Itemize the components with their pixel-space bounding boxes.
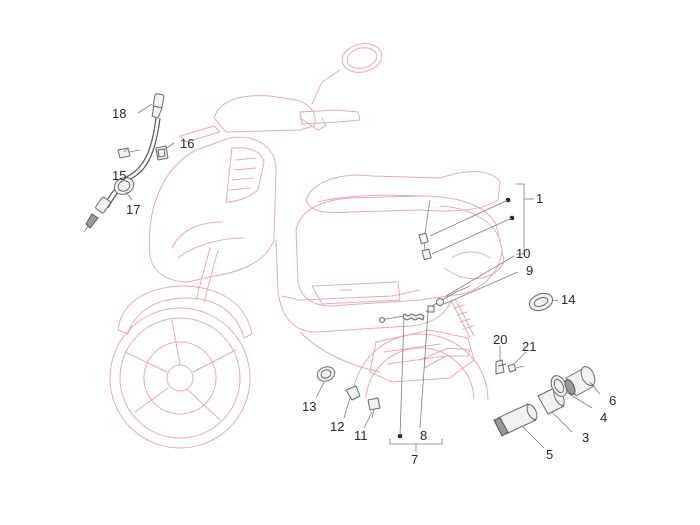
part-5-drive: [493, 403, 538, 437]
group-1-bracket: [429, 183, 534, 255]
part-18-cable-connector: [151, 93, 165, 119]
leader-lines: [123, 103, 601, 449]
front-fork: [195, 247, 219, 303]
rear-shock: [451, 299, 475, 339]
speedometer-cable: [103, 117, 157, 207]
part-21-screw: [507, 363, 525, 373]
callout-20: 20: [493, 332, 507, 347]
cable-routing: [379, 199, 471, 323]
front-wheel: [109, 307, 251, 449]
callout-16: 16: [180, 136, 194, 151]
part-4-ring: [550, 375, 568, 397]
callout-labels: 1 3 4 5 6 7 8 9 10 11 12 13 14 15 16 17 …: [112, 106, 616, 467]
part-17-grommet: [113, 177, 135, 195]
part-12-clip: [345, 385, 361, 401]
group-7-bracket: [389, 317, 443, 452]
callout-4: 4: [600, 410, 607, 425]
part-13-grommet: [316, 366, 336, 382]
part-11-screw: [367, 397, 381, 419]
callout-14: 14: [561, 292, 575, 307]
callout-5: 5: [546, 447, 553, 462]
part-6-housing: [564, 366, 596, 397]
handlebar-right: [299, 109, 361, 125]
callout-7: 7: [411, 452, 418, 467]
rear-wheel: [351, 333, 489, 401]
callout-15: 15: [112, 168, 126, 183]
callout-3: 3: [582, 430, 589, 445]
seat: [305, 171, 501, 214]
scooter-outline: [109, 43, 505, 449]
callout-17: 17: [126, 202, 140, 217]
part-14-grommet: [528, 292, 554, 312]
callout-10: 10: [516, 246, 530, 261]
callout-6: 6: [609, 393, 616, 408]
front-grille: [225, 147, 265, 203]
footboard: [275, 239, 453, 333]
front-shield: [148, 136, 277, 283]
cable-bottom-end: [83, 196, 111, 233]
front-fender: [117, 285, 253, 339]
callout-11: 11: [354, 428, 368, 443]
callout-18: 18: [112, 106, 126, 121]
callout-21: 21: [522, 339, 536, 354]
headset: [213, 95, 316, 133]
callout-8: 8: [420, 428, 427, 443]
callout-1: 1: [536, 191, 543, 206]
part-20-clip: [495, 359, 507, 375]
engine-swingarm: [369, 329, 475, 383]
mirror: [311, 43, 383, 105]
part-15-screw: [117, 147, 141, 159]
callout-13: 13: [302, 399, 316, 414]
rear-body: [439, 205, 505, 280]
callout-9: 9: [526, 263, 533, 278]
callout-12: 12: [330, 419, 344, 434]
